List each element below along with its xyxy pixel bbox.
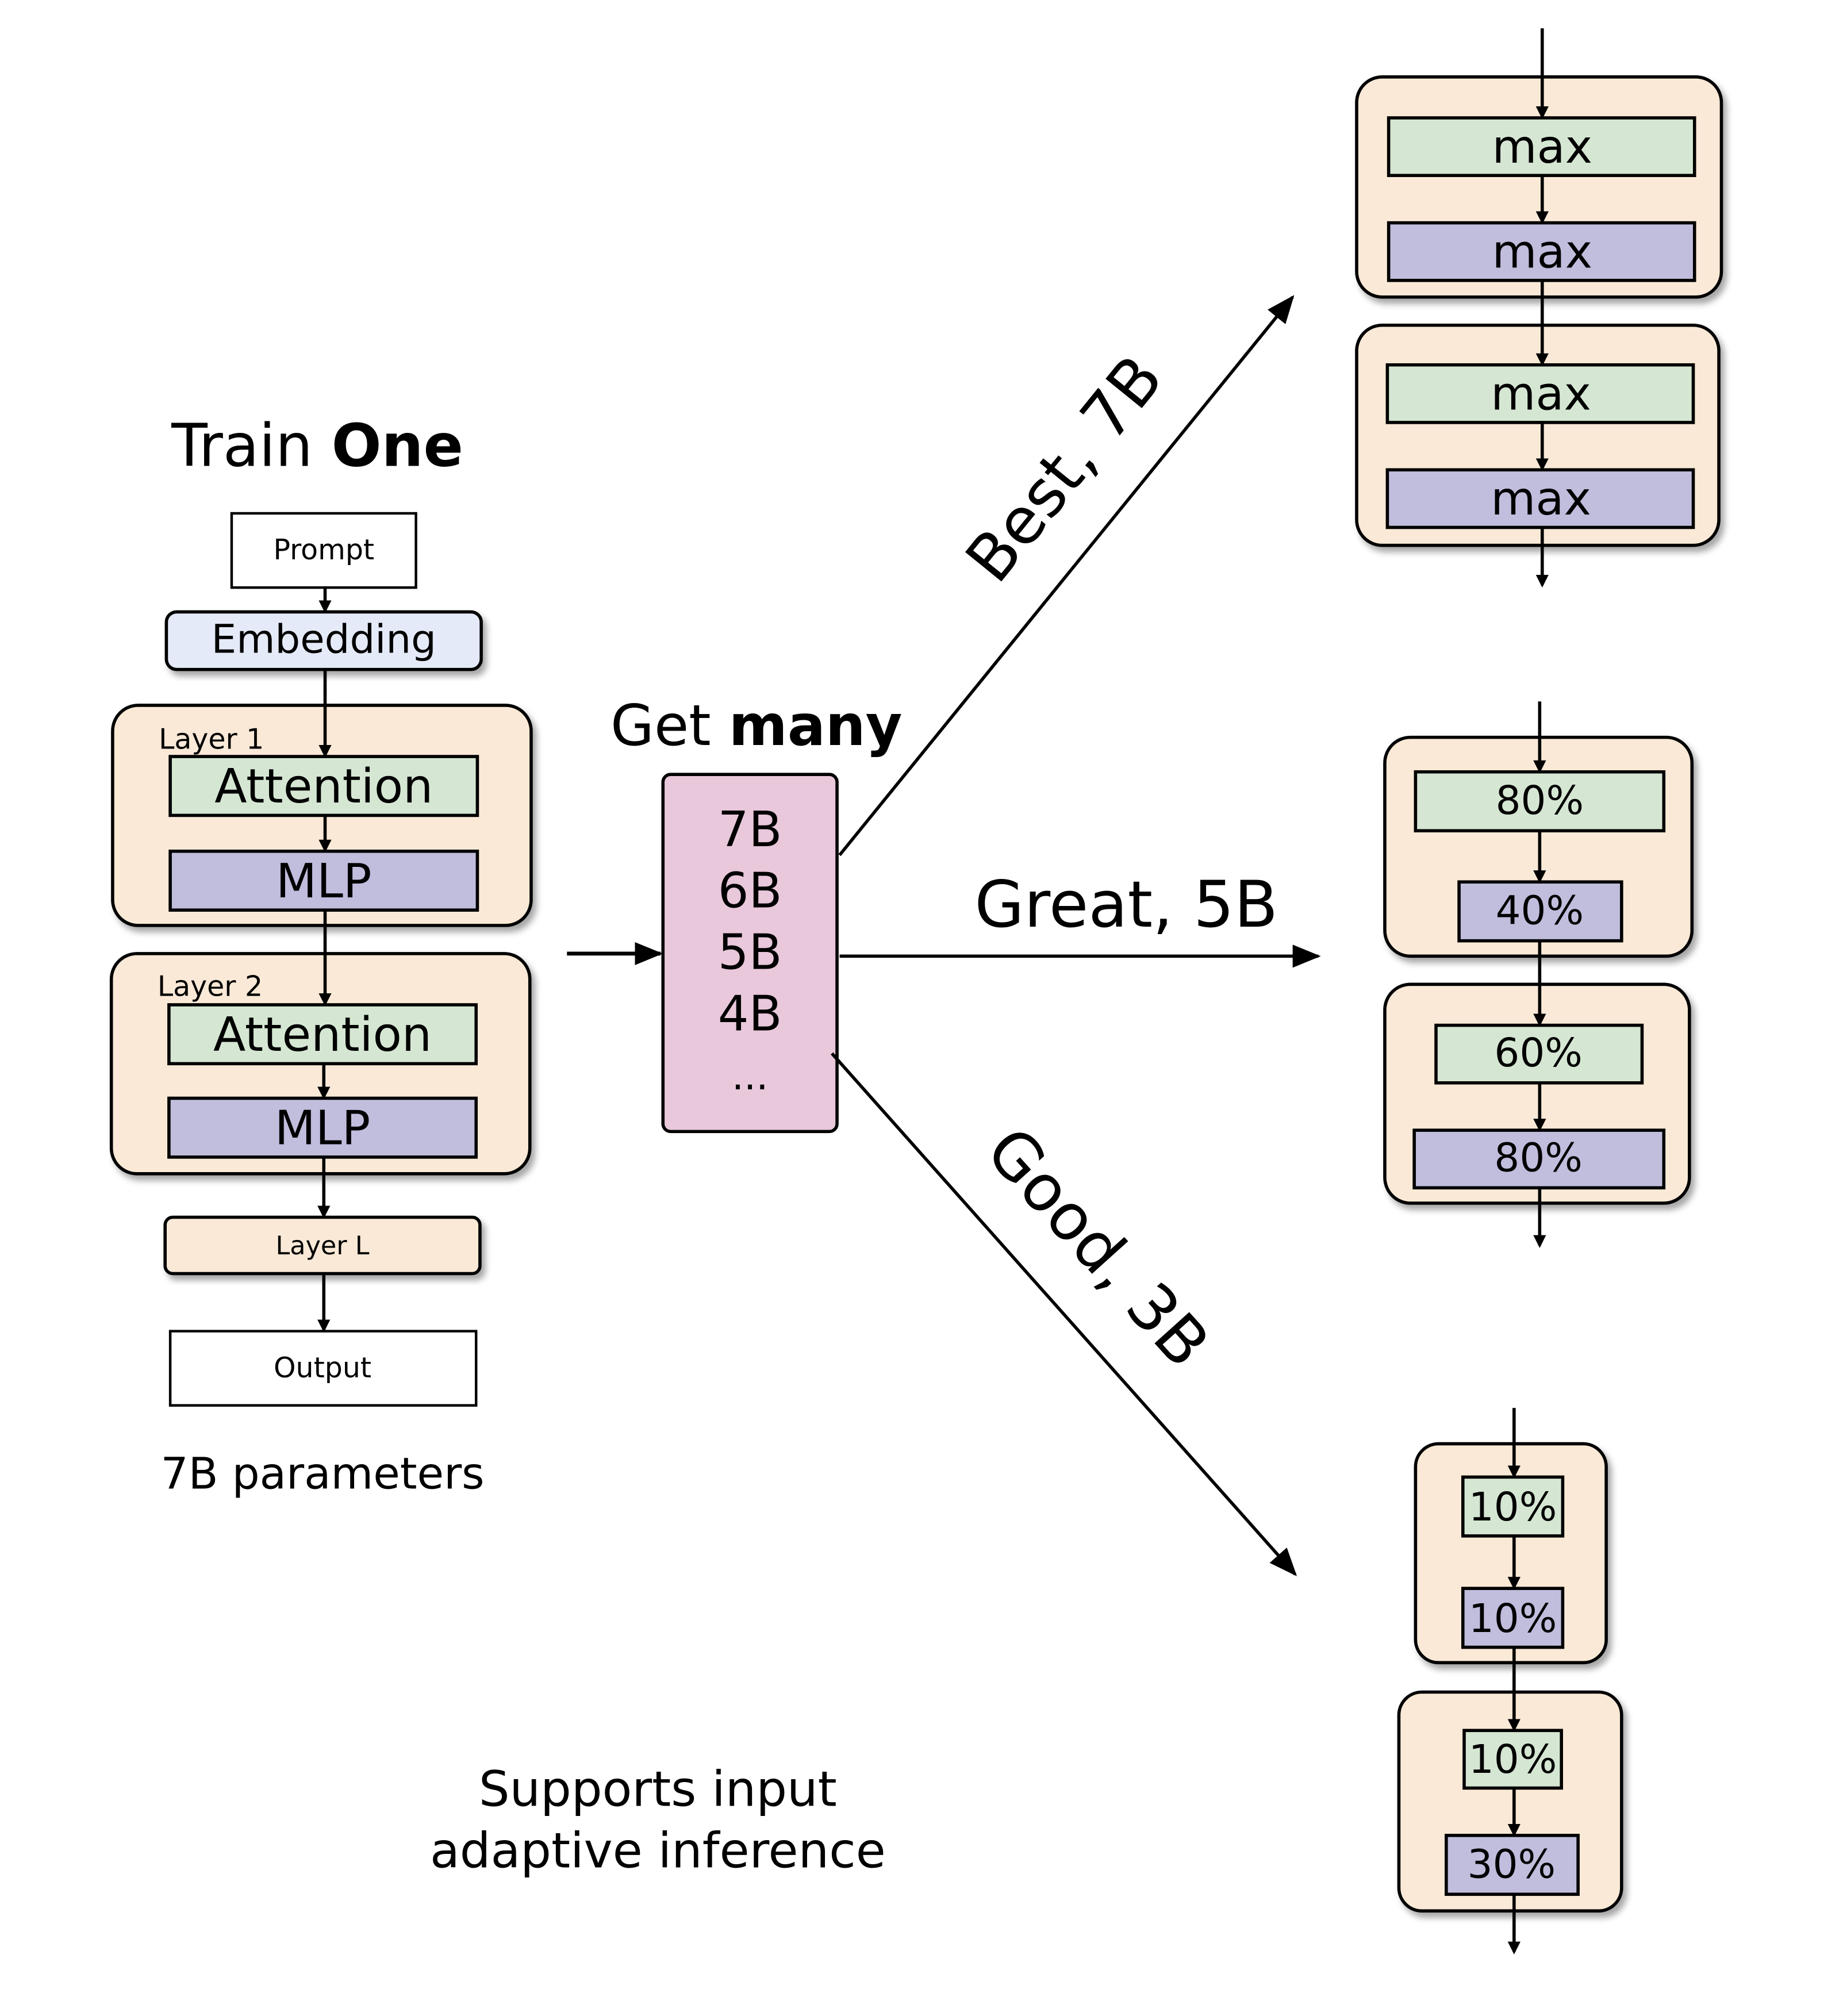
model-sizes-box bbox=[661, 773, 839, 1134]
size-more: ... bbox=[732, 1054, 769, 1099]
size-6b: 6B bbox=[718, 862, 782, 919]
size-7b: 7B bbox=[718, 801, 782, 858]
great-layer1-attention-value: 80% bbox=[1496, 778, 1584, 824]
good-layer1-mlp-value: 10% bbox=[1469, 1596, 1557, 1642]
layer2-mlp-label: MLP bbox=[275, 1101, 371, 1156]
layer1-mlp-label: MLP bbox=[276, 854, 372, 909]
best-layer2-attention-box bbox=[1385, 363, 1695, 424]
great-layer2-attention-box bbox=[1434, 1023, 1644, 1085]
great-layer2-mlp-value: 80% bbox=[1494, 1135, 1582, 1181]
great-layer2-mlp-box bbox=[1412, 1128, 1666, 1190]
left-stack-arrows bbox=[317, 587, 332, 1333]
caption-line2: adaptive inference bbox=[430, 1822, 886, 1879]
good-model: 10% 10% 10% 30% bbox=[1397, 1408, 1623, 1954]
embedding-label: Embedding bbox=[212, 617, 436, 663]
great-label: Great, 5B bbox=[974, 868, 1278, 942]
caption-line1: Supports input bbox=[479, 1761, 837, 1818]
good-label: Good, 3B bbox=[972, 1113, 1223, 1381]
size-5b: 5B bbox=[718, 924, 782, 981]
great-layer1-attention-box bbox=[1414, 770, 1666, 832]
layer2-attention-label: Attention bbox=[213, 1008, 432, 1062]
good-layer2-attention-box bbox=[1462, 1729, 1563, 1790]
best-model: max max max max bbox=[1355, 28, 1723, 588]
get-many-title: Get many bbox=[611, 693, 902, 759]
output-box bbox=[168, 1330, 478, 1407]
prompt-label: Prompt bbox=[273, 533, 374, 566]
good-layer1-mlp-box bbox=[1461, 1587, 1565, 1649]
good-arrow bbox=[831, 1052, 1297, 1577]
best-label: Best, 7B bbox=[952, 342, 1177, 596]
best-arrow bbox=[838, 295, 1295, 857]
good-layer2-mlp-value: 30% bbox=[1468, 1841, 1556, 1887]
great-layer1-mlp-value: 40% bbox=[1496, 888, 1584, 934]
size-4b: 4B bbox=[718, 985, 782, 1042]
output-label: Output bbox=[274, 1351, 371, 1384]
layer1-mlp-box bbox=[168, 849, 479, 912]
best-layer2-mlp-box bbox=[1385, 468, 1695, 529]
best-layer1-mlp-value: max bbox=[1492, 225, 1592, 279]
great-layer2-attention-value: 60% bbox=[1494, 1030, 1582, 1076]
good-layer2-attention-value: 10% bbox=[1469, 1737, 1557, 1783]
params-caption: 7B parameters bbox=[160, 1449, 484, 1499]
layer-l-label: Layer L bbox=[276, 1231, 370, 1261]
layer1-attention-box bbox=[168, 755, 479, 817]
good-layer1-attention-value: 10% bbox=[1469, 1484, 1557, 1530]
best-layer1-attention-box bbox=[1387, 116, 1696, 178]
best-layer2-mlp-value: max bbox=[1491, 472, 1591, 525]
train-one-title: Train One bbox=[171, 412, 463, 481]
great-model: 80% 40% 60% 80% bbox=[1383, 701, 1694, 1248]
prompt-box bbox=[230, 512, 417, 589]
layer2-label: Layer 2 bbox=[158, 970, 263, 1003]
layer1-label: Layer 1 bbox=[159, 723, 264, 756]
best-layer1-attention-value: max bbox=[1492, 120, 1592, 174]
layer1-attention-label: Attention bbox=[214, 759, 433, 814]
best-layer2-attention-value: max bbox=[1491, 367, 1591, 421]
